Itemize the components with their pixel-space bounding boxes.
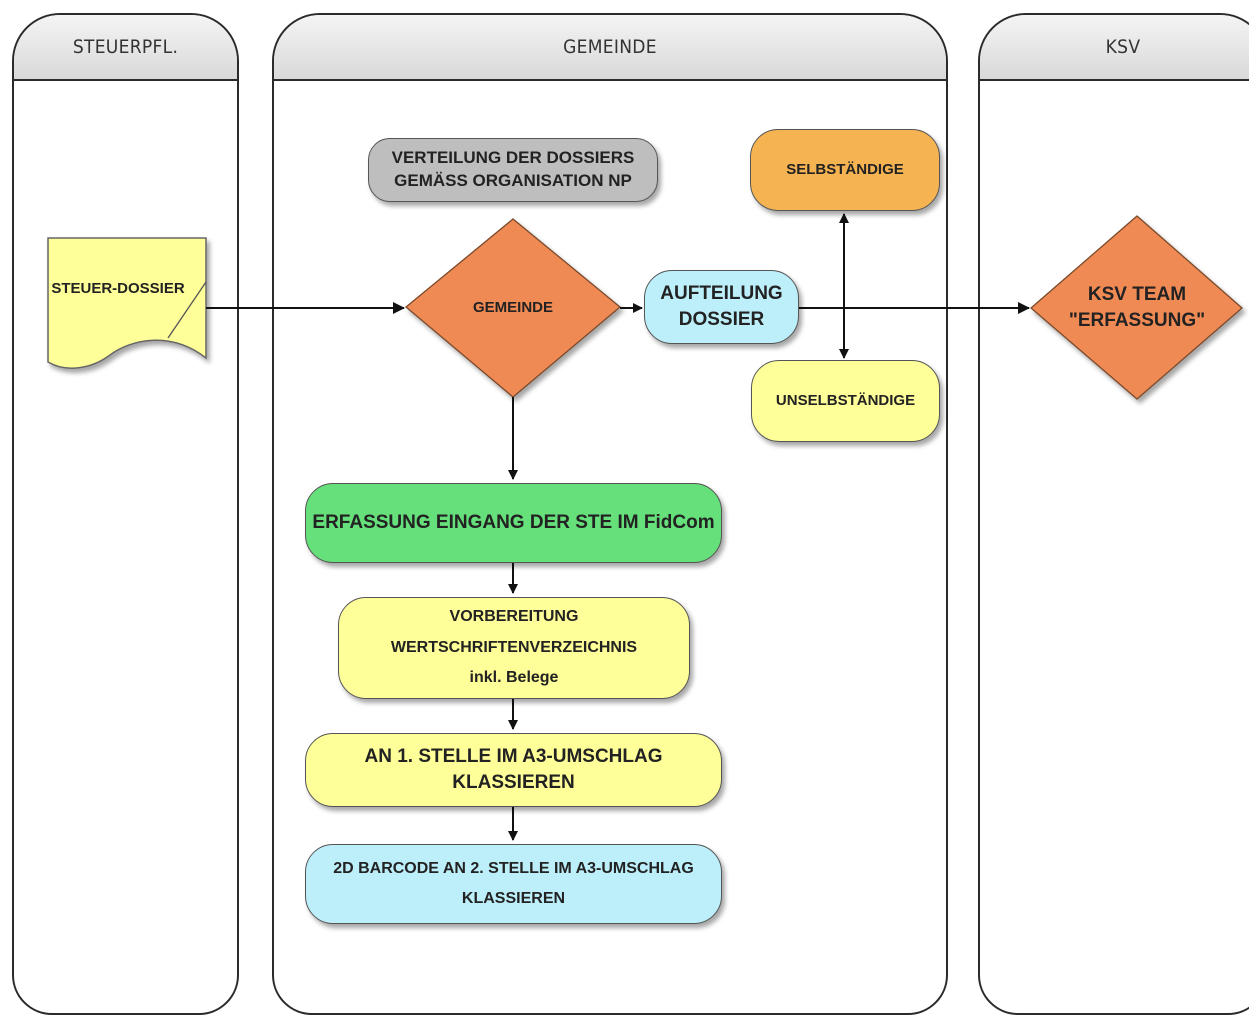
aufteilung-line1: AUFTEILUNG <box>660 283 783 305</box>
ksv-team-diamond <box>1030 215 1243 400</box>
ksv-team-label: KSV TEAM "ERFASSUNG" <box>1057 276 1217 340</box>
vorbereitung-line2: WERTSCHRIFTENVERZEICHNIS <box>390 638 638 656</box>
vorbereitung-box: VORBEREITUNG WERTSCHRIFTENVERZEICHNIS in… <box>338 597 690 699</box>
aufteilung-dossier-box: AUFTEILUNG DOSSIER <box>644 270 799 344</box>
klassieren-box: AN 1. STELLE IM A3-UMSCHLAG KLASSIEREN <box>305 733 722 807</box>
barcode-line2: KLASSIEREN <box>461 890 566 907</box>
selbstaendige-box: SELBSTÄNDIGE <box>750 129 940 211</box>
gemeinde-diamond-label: GEMEINDE <box>472 298 553 316</box>
vorbereitung-line1: VORBEREITUNG <box>449 608 579 626</box>
vorbereitung-line3: inkl. Belege <box>469 669 559 687</box>
verteilung-line2: GEMÄSS ORGANISATION NP <box>394 171 632 190</box>
lane-ksv: KSV <box>978 13 1249 1015</box>
barcode-box: 2D BARCODE AN 2. STELLE IM A3-UMSCHLAG K… <box>305 844 722 924</box>
verteilung-box: VERTEILUNG DER DOSSIERS GEMÄSS ORGANISAT… <box>368 138 658 202</box>
document-shape <box>47 237 207 369</box>
ksv-team-line2: "ERFASSUNG" <box>1068 310 1206 331</box>
erfassung-box: ERFASSUNG EINGANG DER STE IM FidCom <box>305 483 722 563</box>
barcode-line1: 2D BARCODE AN 2. STELLE IM A3-UMSCHLAG <box>333 859 694 877</box>
lane-header: GEMEINDE <box>274 15 946 81</box>
document-fold <box>167 281 207 339</box>
lane-header: KSV <box>980 15 1249 81</box>
ksv-team-line1: KSV TEAM <box>1087 284 1187 306</box>
unselbstaendige-box: UNSELBSTÄNDIGE <box>751 360 940 442</box>
aufteilung-line2: DOSSIER <box>678 309 765 330</box>
lane-header: STEUERPFL. <box>14 15 237 81</box>
lane-steuerpfl: STEUERPFL. <box>12 13 239 1015</box>
verteilung-line1: VERTEILUNG DER DOSSIERS <box>391 148 635 168</box>
steuer-dossier-label: STEUER-DOSSIER <box>51 279 185 297</box>
